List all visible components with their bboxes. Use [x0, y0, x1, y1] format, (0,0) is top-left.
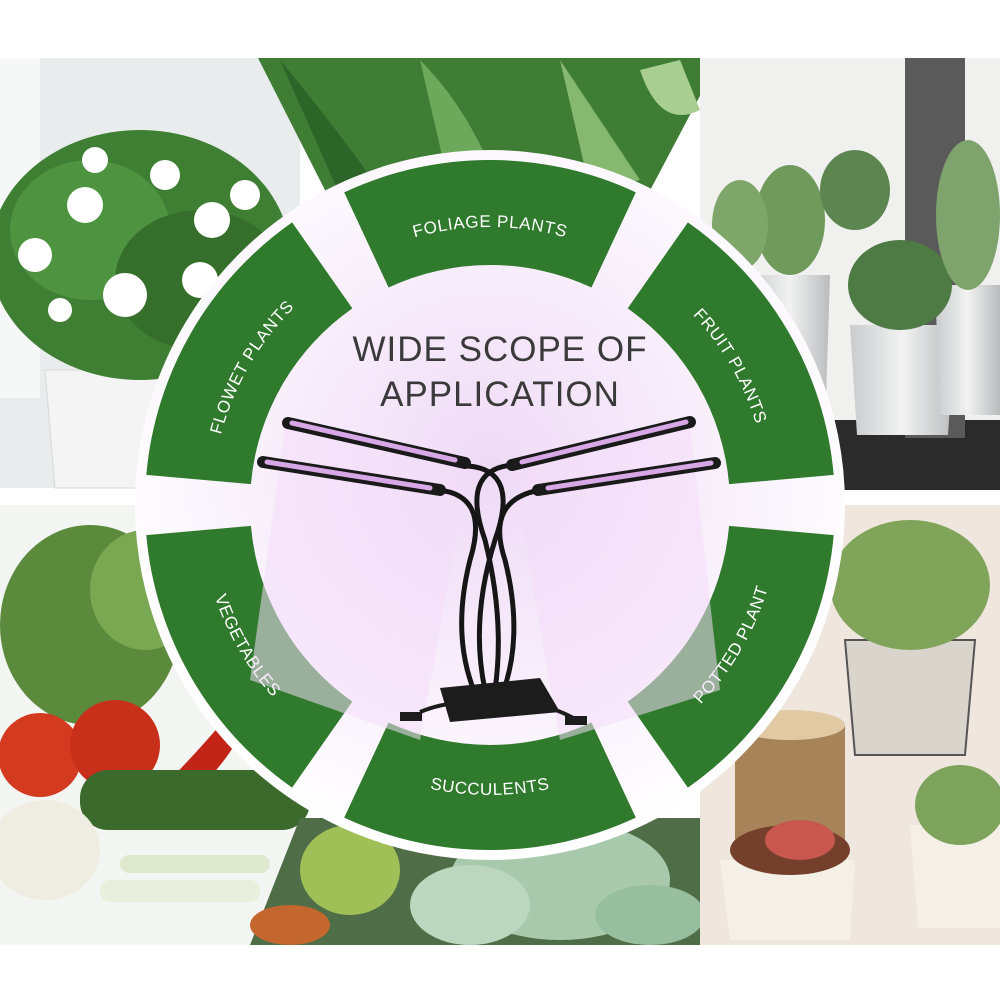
segment-vegetables [146, 525, 353, 788]
segment-flower [146, 222, 353, 485]
segment-succulents [344, 722, 636, 850]
grow-lamp-icon [250, 416, 721, 740]
succulents-photo [250, 818, 722, 945]
headline-line-2: APPLICATION [380, 375, 620, 414]
headline-line-1: WIDE SCOPE OF [352, 330, 648, 369]
segment-fruit [627, 222, 834, 485]
segment-potted [627, 525, 834, 788]
segment-foliage [344, 159, 636, 288]
